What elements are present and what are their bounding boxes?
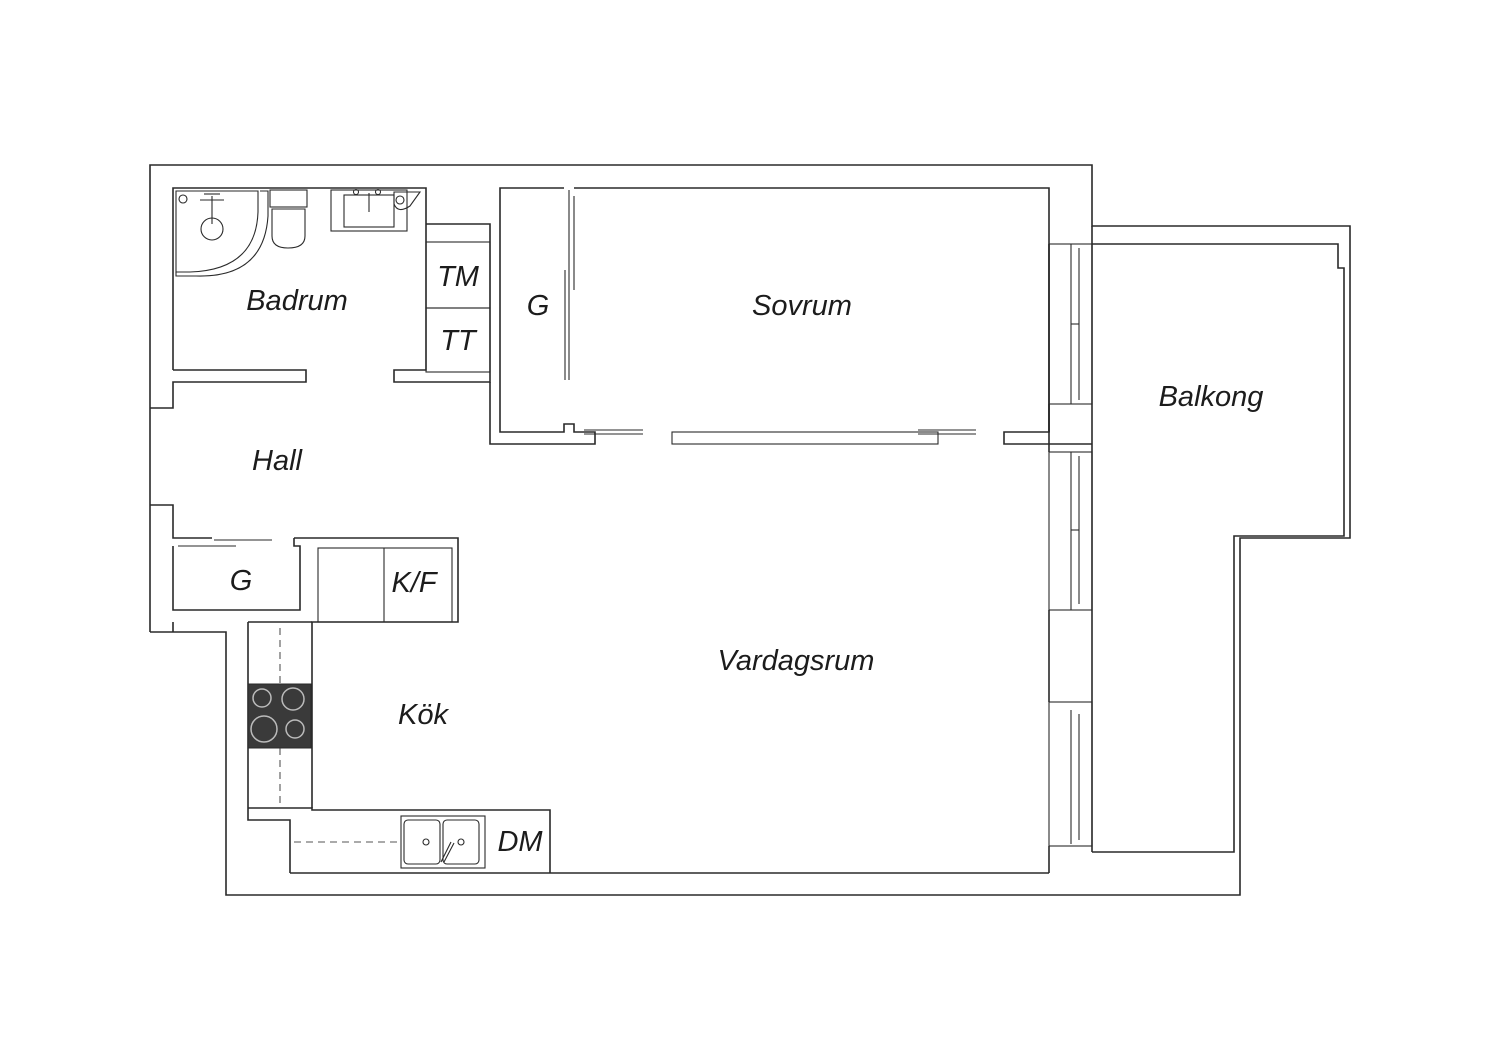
bedroom: G Sovrum [489, 187, 1092, 445]
toilet-icon [269, 189, 308, 249]
room-label-sovrum: Sovrum [752, 290, 852, 322]
sink-icon [400, 815, 486, 869]
kitchen: Kök DM [247, 621, 551, 873]
room-label-kf: K/F [391, 567, 438, 599]
stove-icon [247, 683, 312, 749]
balcony: Balkong [1091, 226, 1345, 853]
room-label-balkong: Balkong [1159, 381, 1264, 413]
hall: Hall G [150, 445, 459, 808]
washbasin-icon [330, 188, 422, 232]
room-label-tm: TM [437, 261, 480, 293]
room-label-badrum: Badrum [246, 285, 348, 317]
shower-icon [175, 190, 269, 277]
living-room: Vardagsrum [290, 645, 1049, 874]
laundry-closet: TM TT [425, 241, 491, 373]
room-label-vardagsrum: Vardagsrum [718, 645, 875, 677]
room-label-dm: DM [497, 826, 543, 858]
room-label-tt: TT [440, 325, 478, 357]
east-windows [1048, 243, 1093, 873]
room-label-hall: Hall [252, 445, 304, 477]
outer-walls [149, 164, 1351, 896]
room-label-kok: Kök [398, 699, 449, 731]
bathroom: Badrum [150, 187, 491, 409]
fridge-freezer: K/F [317, 547, 453, 623]
room-label-g-hall: G [230, 565, 253, 597]
room-label-g-bedroom: G [527, 290, 550, 322]
